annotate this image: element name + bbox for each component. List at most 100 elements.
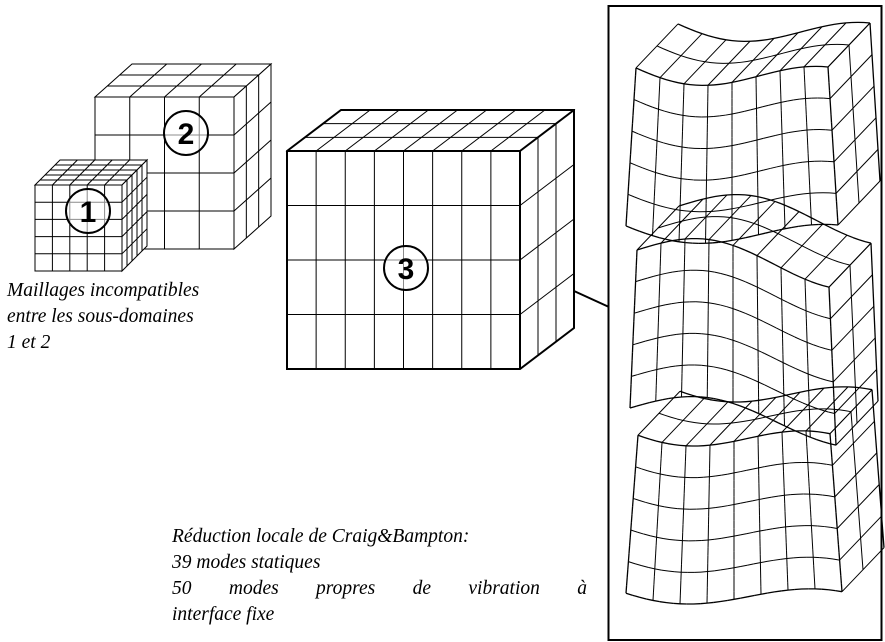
mesh-line [731,39,739,42]
mesh-line [633,482,636,491]
mesh-line [668,50,676,54]
mesh-line [698,60,706,63]
mesh-line [798,275,806,280]
mesh-line [86,159,113,186]
mesh-line [779,68,787,72]
mesh-line [762,197,770,201]
mesh-line [832,408,840,411]
mesh-line [811,312,819,316]
mesh-line [791,225,799,229]
mesh-line [657,336,665,339]
mesh-line [831,465,834,474]
label-1-marker: 1 [65,188,111,234]
mesh-line [719,114,726,117]
mesh-line [827,66,830,75]
mesh-line [651,503,659,507]
mesh-line [627,553,630,562]
mesh-line [817,387,825,390]
mesh-line [709,399,717,402]
mesh-line [682,419,690,423]
mesh-line [630,522,633,531]
mesh-line [740,501,747,504]
mesh-line [753,562,761,565]
mesh-line [641,468,649,472]
mesh-line [838,552,841,561]
mesh-line [725,176,733,179]
mesh-line [655,399,663,402]
mesh-line [804,224,812,227]
mesh-line [834,185,837,194]
mesh-line [432,109,487,152]
mesh-line [638,133,645,137]
mesh-line [519,273,575,315]
mesh-line [839,567,842,576]
mesh-line [121,228,148,255]
mesh-line [714,271,721,274]
mesh-line [674,53,682,57]
mesh-line [646,307,653,311]
mesh-line [729,217,737,220]
mesh-line [688,147,695,149]
mesh-line [710,62,718,64]
mesh-line [756,106,763,109]
mesh-line [636,247,644,251]
mesh-line [662,537,670,540]
mesh-line [762,258,770,263]
mesh-line [810,217,818,222]
mesh-line [519,109,575,152]
mesh-line [786,205,794,210]
mesh-line [793,391,801,395]
mesh-line [723,216,731,219]
mesh-line [646,598,654,602]
mesh-line [731,238,739,242]
mesh-line [645,338,652,342]
mesh-line [732,276,740,280]
mesh-line [661,569,669,572]
mesh-line [766,559,774,562]
mesh-line [665,78,673,82]
mesh-line [819,557,827,559]
mesh-line [799,390,807,393]
mesh-line [687,178,694,181]
mesh-line [727,567,735,570]
mesh-line [677,301,684,304]
mesh-line [796,193,804,196]
mesh-line [670,507,678,510]
mesh-line [461,109,517,152]
mesh-line [737,79,745,82]
mesh-line [763,167,771,171]
mesh-line [780,267,788,272]
mesh-line [129,63,168,98]
mesh-line [748,418,756,421]
mesh-line [791,66,799,70]
mesh-line [788,131,795,134]
mesh-line [784,425,792,430]
mesh-line [629,146,632,155]
mesh-line [775,395,783,398]
mesh-line [669,222,677,225]
mesh-line [804,278,812,283]
mode-shapes-panel [607,5,883,641]
subdomain-3-mesh-block [285,108,576,371]
mesh-line [744,172,752,176]
mesh-line [755,39,763,42]
mesh-line [792,208,800,213]
mesh-line [121,211,148,237]
caption-meshes-line-3: 1 et 2 [7,332,51,353]
mesh-line [625,577,628,586]
mesh-line [859,387,867,390]
mesh-line [769,432,777,435]
mesh-line [669,143,676,147]
mesh-line [701,364,708,367]
mesh-line [830,526,838,529]
mesh-line [744,249,752,254]
mesh-line [649,400,656,404]
mesh-line [838,409,846,412]
mesh-line [675,145,683,148]
mesh-line [629,405,637,409]
mesh-line [746,59,754,62]
mesh-line [688,421,696,424]
mesh-line [731,80,739,84]
mesh-line [643,533,651,537]
mesh-line [779,526,786,529]
